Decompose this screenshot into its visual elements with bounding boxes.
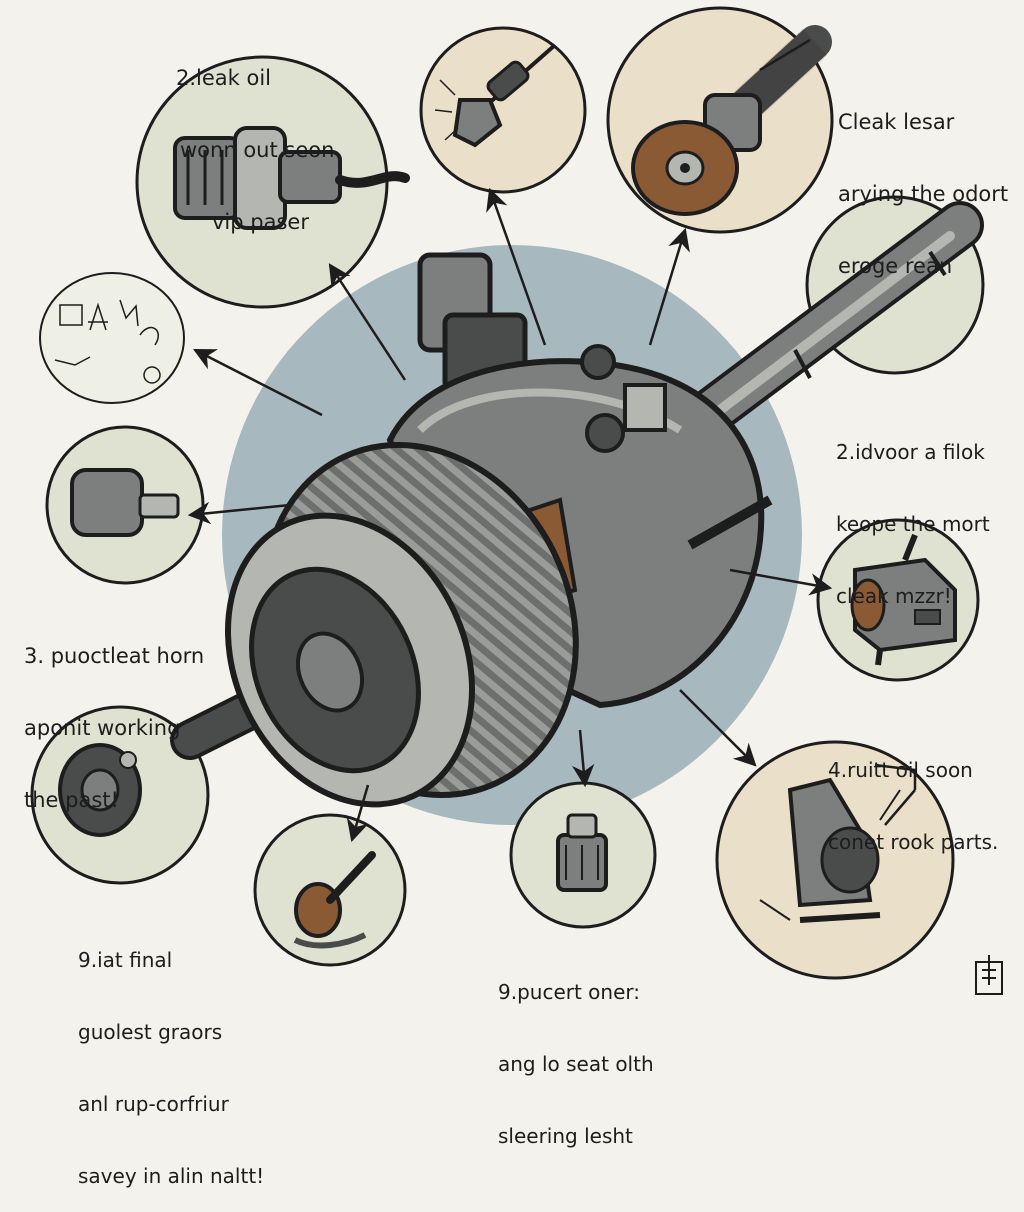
label-line: 2.leak oil bbox=[176, 66, 272, 90]
label-top-left: 2.leak oil wonn out seon vip paser bbox=[176, 18, 334, 258]
arrow-to-top-center bbox=[486, 187, 547, 346]
transmission-assembly-illustration bbox=[225, 252, 773, 808]
diagram-illustration bbox=[30, 6, 1003, 995]
callout-circle-top-right bbox=[606, 6, 834, 234]
arrow-to-small-disc bbox=[346, 784, 370, 843]
label-line: arying the odort bbox=[838, 182, 1009, 206]
label-line: 3. puoctleat horn bbox=[24, 644, 205, 668]
label-top-right: Cleak lesar arying the odort eroge rean bbox=[838, 62, 1008, 302]
callout-circle-top-center bbox=[419, 26, 587, 194]
broken-parts-pile-icon bbox=[759, 777, 901, 923]
worn-seal-fitting-icon bbox=[173, 126, 410, 230]
label-line: anl rup-corfriur bbox=[78, 1092, 229, 1116]
arrow-to-parts-pile bbox=[679, 689, 757, 767]
arrow-to-right-label bbox=[759, 38, 811, 72]
label-mid-right: 2.idvoor a filok keope the mort cleak mz… bbox=[836, 392, 990, 632]
small-disc-part-icon bbox=[293, 851, 376, 949]
diagram-canvas: 2.leak oil wonn out seon vip paser Cleak… bbox=[24, 6, 1008, 1188]
label-line: savey in alin naltt! bbox=[78, 1164, 265, 1188]
label-line: cleak mzzr! bbox=[836, 584, 952, 608]
callout-arrows bbox=[187, 38, 917, 843]
output-shaft-icon bbox=[676, 201, 984, 444]
label-bottom-left: 9.iat final guolest graors anl rup-corfr… bbox=[78, 900, 264, 1212]
arrow-parts-pile-leader bbox=[884, 789, 916, 826]
signature-mark-icon bbox=[975, 955, 1003, 995]
callout-circle-bushing bbox=[45, 425, 205, 585]
flange-coupling-icon bbox=[58, 743, 142, 837]
sensor-block-icon bbox=[850, 533, 957, 666]
label-line: ang lo seat olth bbox=[498, 1052, 654, 1076]
label-line: conet rook parts. bbox=[828, 830, 999, 854]
spline-fitting-icon bbox=[556, 813, 608, 892]
label-mid-left: 3. puoctleat horn aponit working the pas… bbox=[24, 596, 204, 836]
callout-circle-small-disc bbox=[253, 813, 407, 967]
debris-scene-icon bbox=[54, 299, 161, 384]
leaking-nozzle-icon bbox=[434, 43, 557, 148]
arrow-parts-pile-hook bbox=[874, 763, 917, 790]
label-line: eroge rean bbox=[838, 254, 953, 278]
arrow-to-spline bbox=[571, 729, 595, 788]
arrow-to-top-right bbox=[648, 227, 690, 346]
label-line: aponit working bbox=[24, 716, 181, 740]
callout-circle-spline bbox=[509, 781, 657, 929]
clutch-disc-shaft-icon bbox=[631, 25, 832, 216]
callout-circle-top-left bbox=[135, 55, 410, 309]
label-line: 9.pucert oner: bbox=[498, 980, 641, 1004]
label-line: 2.idvoor a filok bbox=[836, 440, 985, 464]
callout-circle-sensor bbox=[816, 518, 980, 682]
callout-circle-flange bbox=[30, 705, 210, 885]
arrow-to-sensor bbox=[729, 568, 833, 596]
arrow-to-top-left bbox=[328, 263, 407, 381]
label-bottom-center: 9.pucert oner: ang lo seat olth sleering… bbox=[498, 932, 654, 1172]
arrow-to-bushing bbox=[187, 501, 291, 525]
label-line: 9.iat final bbox=[78, 948, 173, 972]
label-line: the past! bbox=[24, 788, 119, 812]
bushing-bolt-icon bbox=[70, 468, 180, 537]
label-line: wonn out seon bbox=[180, 138, 335, 162]
label-line: keope the mort bbox=[836, 512, 990, 536]
label-lower-right: 4.ruitt oil soon conet rook parts. bbox=[828, 710, 998, 878]
callout-circle-debris bbox=[39, 272, 185, 404]
label-line: Cleak lesar bbox=[838, 110, 955, 134]
label-line: 4.ruitt oil soon bbox=[828, 758, 973, 782]
arrow-to-debris bbox=[192, 348, 323, 417]
label-line: vip paser bbox=[212, 210, 309, 234]
label-line: sleering lesht bbox=[498, 1124, 633, 1148]
callout-circle-parts-pile bbox=[715, 740, 955, 980]
